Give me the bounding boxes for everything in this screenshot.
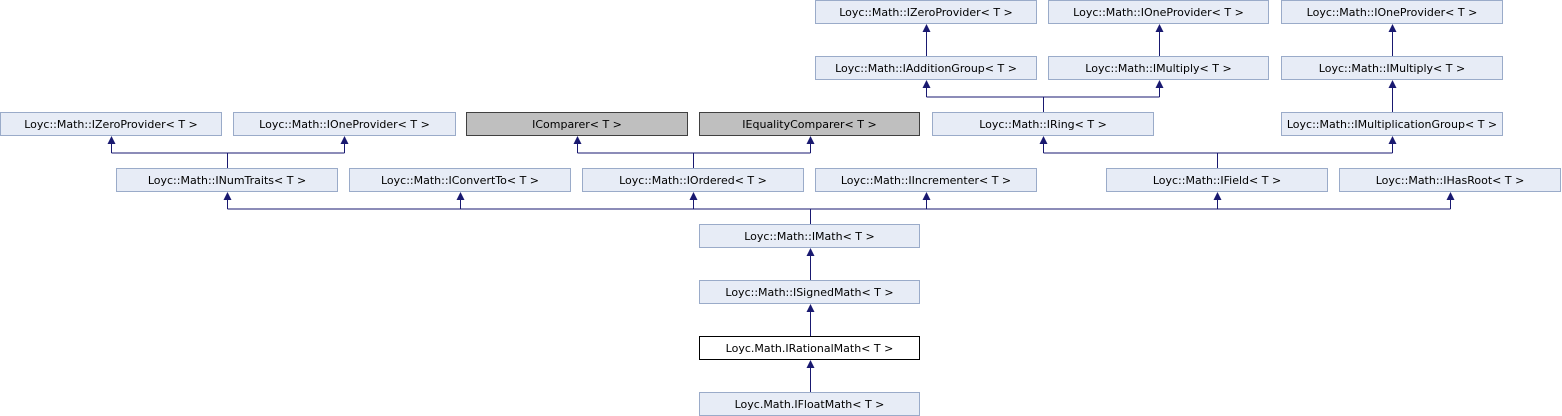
arrowhead-to-imath-2 — [689, 192, 698, 200]
node-iadditiongroup[interactable]: Loyc::Math::IAdditionGroup< T > — [815, 56, 1037, 80]
node-ihasroot[interactable]: Loyc::Math::IHasRoot< T > — [1339, 168, 1561, 192]
arrowhead-to-ifield-1 — [1388, 136, 1397, 144]
node-izeroprovider-top[interactable]: Loyc::Math::IZeroProvider< T > — [815, 0, 1037, 24]
node-label: IComparer< T > — [532, 117, 622, 131]
arrowhead-to-imath-4 — [1213, 192, 1222, 200]
node-imultiply-1[interactable]: Loyc::Math::IMultiply< T > — [1048, 56, 1269, 80]
arrowhead-zero-to-addition — [922, 24, 931, 32]
node-iequalitycomparer: IEqualityComparer< T > — [699, 112, 920, 136]
node-label: Loyc.Math.IRationalMath< T > — [725, 341, 894, 355]
node-irationalmath: Loyc.Math.IRationalMath< T > — [699, 336, 920, 360]
node-label: Loyc::Math::IZeroProvider< T > — [24, 117, 198, 131]
node-label: Loyc::Math::IIncrementer< T > — [840, 173, 1012, 187]
node-label: Loyc::Math::IOneProvider< T > — [1073, 5, 1244, 19]
node-iring[interactable]: Loyc::Math::IRing< T > — [932, 112, 1154, 136]
node-label: Loyc::Math::IField< T > — [1152, 173, 1282, 187]
node-label: Loyc::Math::IHasRoot< T > — [1375, 173, 1525, 187]
node-label: Loyc::Math::IMultiply< T > — [1318, 61, 1466, 75]
node-label: Loyc::Math::IRing< T > — [979, 117, 1107, 131]
node-iordered[interactable]: Loyc::Math::IOrdered< T > — [582, 168, 804, 192]
arrowhead-one-to-multiply1 — [1155, 24, 1164, 32]
node-ifield[interactable]: Loyc::Math::IField< T > — [1106, 168, 1328, 192]
arrowhead-to-rational — [806, 304, 815, 312]
node-ifloatmath[interactable]: Loyc.Math.IFloatMath< T > — [699, 392, 920, 416]
arrowhead-to-imath-5 — [1446, 192, 1455, 200]
node-inumtraits[interactable]: Loyc::Math::INumTraits< T > — [116, 168, 338, 192]
node-label: Loyc::Math::IAdditionGroup< T > — [835, 61, 1017, 75]
node-label: Loyc::Math::IConvertTo< T > — [380, 173, 540, 187]
node-label: Loyc::Math::IMultiply< T > — [1085, 61, 1232, 75]
node-label: Loyc::Math::INumTraits< T > — [147, 173, 307, 187]
node-ioneprovider-top-2[interactable]: Loyc::Math::IOneProvider< T > — [1281, 0, 1503, 24]
node-label: Loyc::Math::ISignedMath< T > — [725, 285, 894, 299]
node-label: Loyc::Math::IMath< T > — [744, 229, 875, 243]
node-label: Loyc::Math::IZeroProvider< T > — [839, 5, 1013, 19]
arrowhead-to-imath-1 — [456, 192, 465, 200]
arrowhead-to-imath-0 — [223, 192, 232, 200]
node-label: Loyc::Math::IOneProvider< T > — [259, 117, 430, 131]
arrowhead-to-iring-1 — [1155, 80, 1164, 88]
node-label: Loyc.Math.IFloatMath< T > — [734, 397, 885, 411]
arrowhead-to-ifield-0 — [1039, 136, 1048, 144]
node-ioneprovider-top-1[interactable]: Loyc::Math::IOneProvider< T > — [1048, 0, 1269, 24]
node-icomparer: IComparer< T > — [466, 112, 688, 136]
node-ioneprovider-left[interactable]: Loyc::Math::IOneProvider< T > — [233, 112, 456, 136]
node-iincrementer[interactable]: Loyc::Math::IIncrementer< T > — [815, 168, 1037, 192]
node-label: Loyc::Math::IOneProvider< T > — [1306, 5, 1478, 19]
arrowhead-one-to-multiply2 — [1388, 24, 1397, 32]
arrowhead-to-imath-3 — [922, 192, 931, 200]
node-isignedmath[interactable]: Loyc::Math::ISignedMath< T > — [699, 280, 920, 304]
arrowhead-to-iring-0 — [922, 80, 931, 88]
node-imultiply-2[interactable]: Loyc::Math::IMultiply< T > — [1281, 56, 1503, 80]
arrowhead-to-float — [806, 360, 815, 368]
arrowhead-to-multgroup — [1388, 80, 1397, 88]
arrowhead-to-ordered-0 — [573, 136, 582, 144]
arrowhead-to-numtraits-1 — [340, 136, 349, 144]
arrowhead-to-numtraits-0 — [107, 136, 116, 144]
arrowhead-to-ordered-1 — [806, 136, 815, 144]
node-imultiplicationgroup[interactable]: Loyc::Math::IMultiplicationGroup< T > — [1281, 112, 1503, 136]
node-label: Loyc::Math::IMultiplicationGroup< T > — [1286, 117, 1498, 131]
node-izeroprovider-left[interactable]: Loyc::Math::IZeroProvider< T > — [0, 112, 222, 136]
arrowhead-to-signed — [806, 248, 815, 256]
node-imath[interactable]: Loyc::Math::IMath< T > — [699, 224, 920, 248]
node-label: Loyc::Math::IOrdered< T > — [619, 173, 767, 187]
node-iconvertto[interactable]: Loyc::Math::IConvertTo< T > — [349, 168, 571, 192]
node-label: IEqualityComparer< T > — [742, 117, 877, 131]
